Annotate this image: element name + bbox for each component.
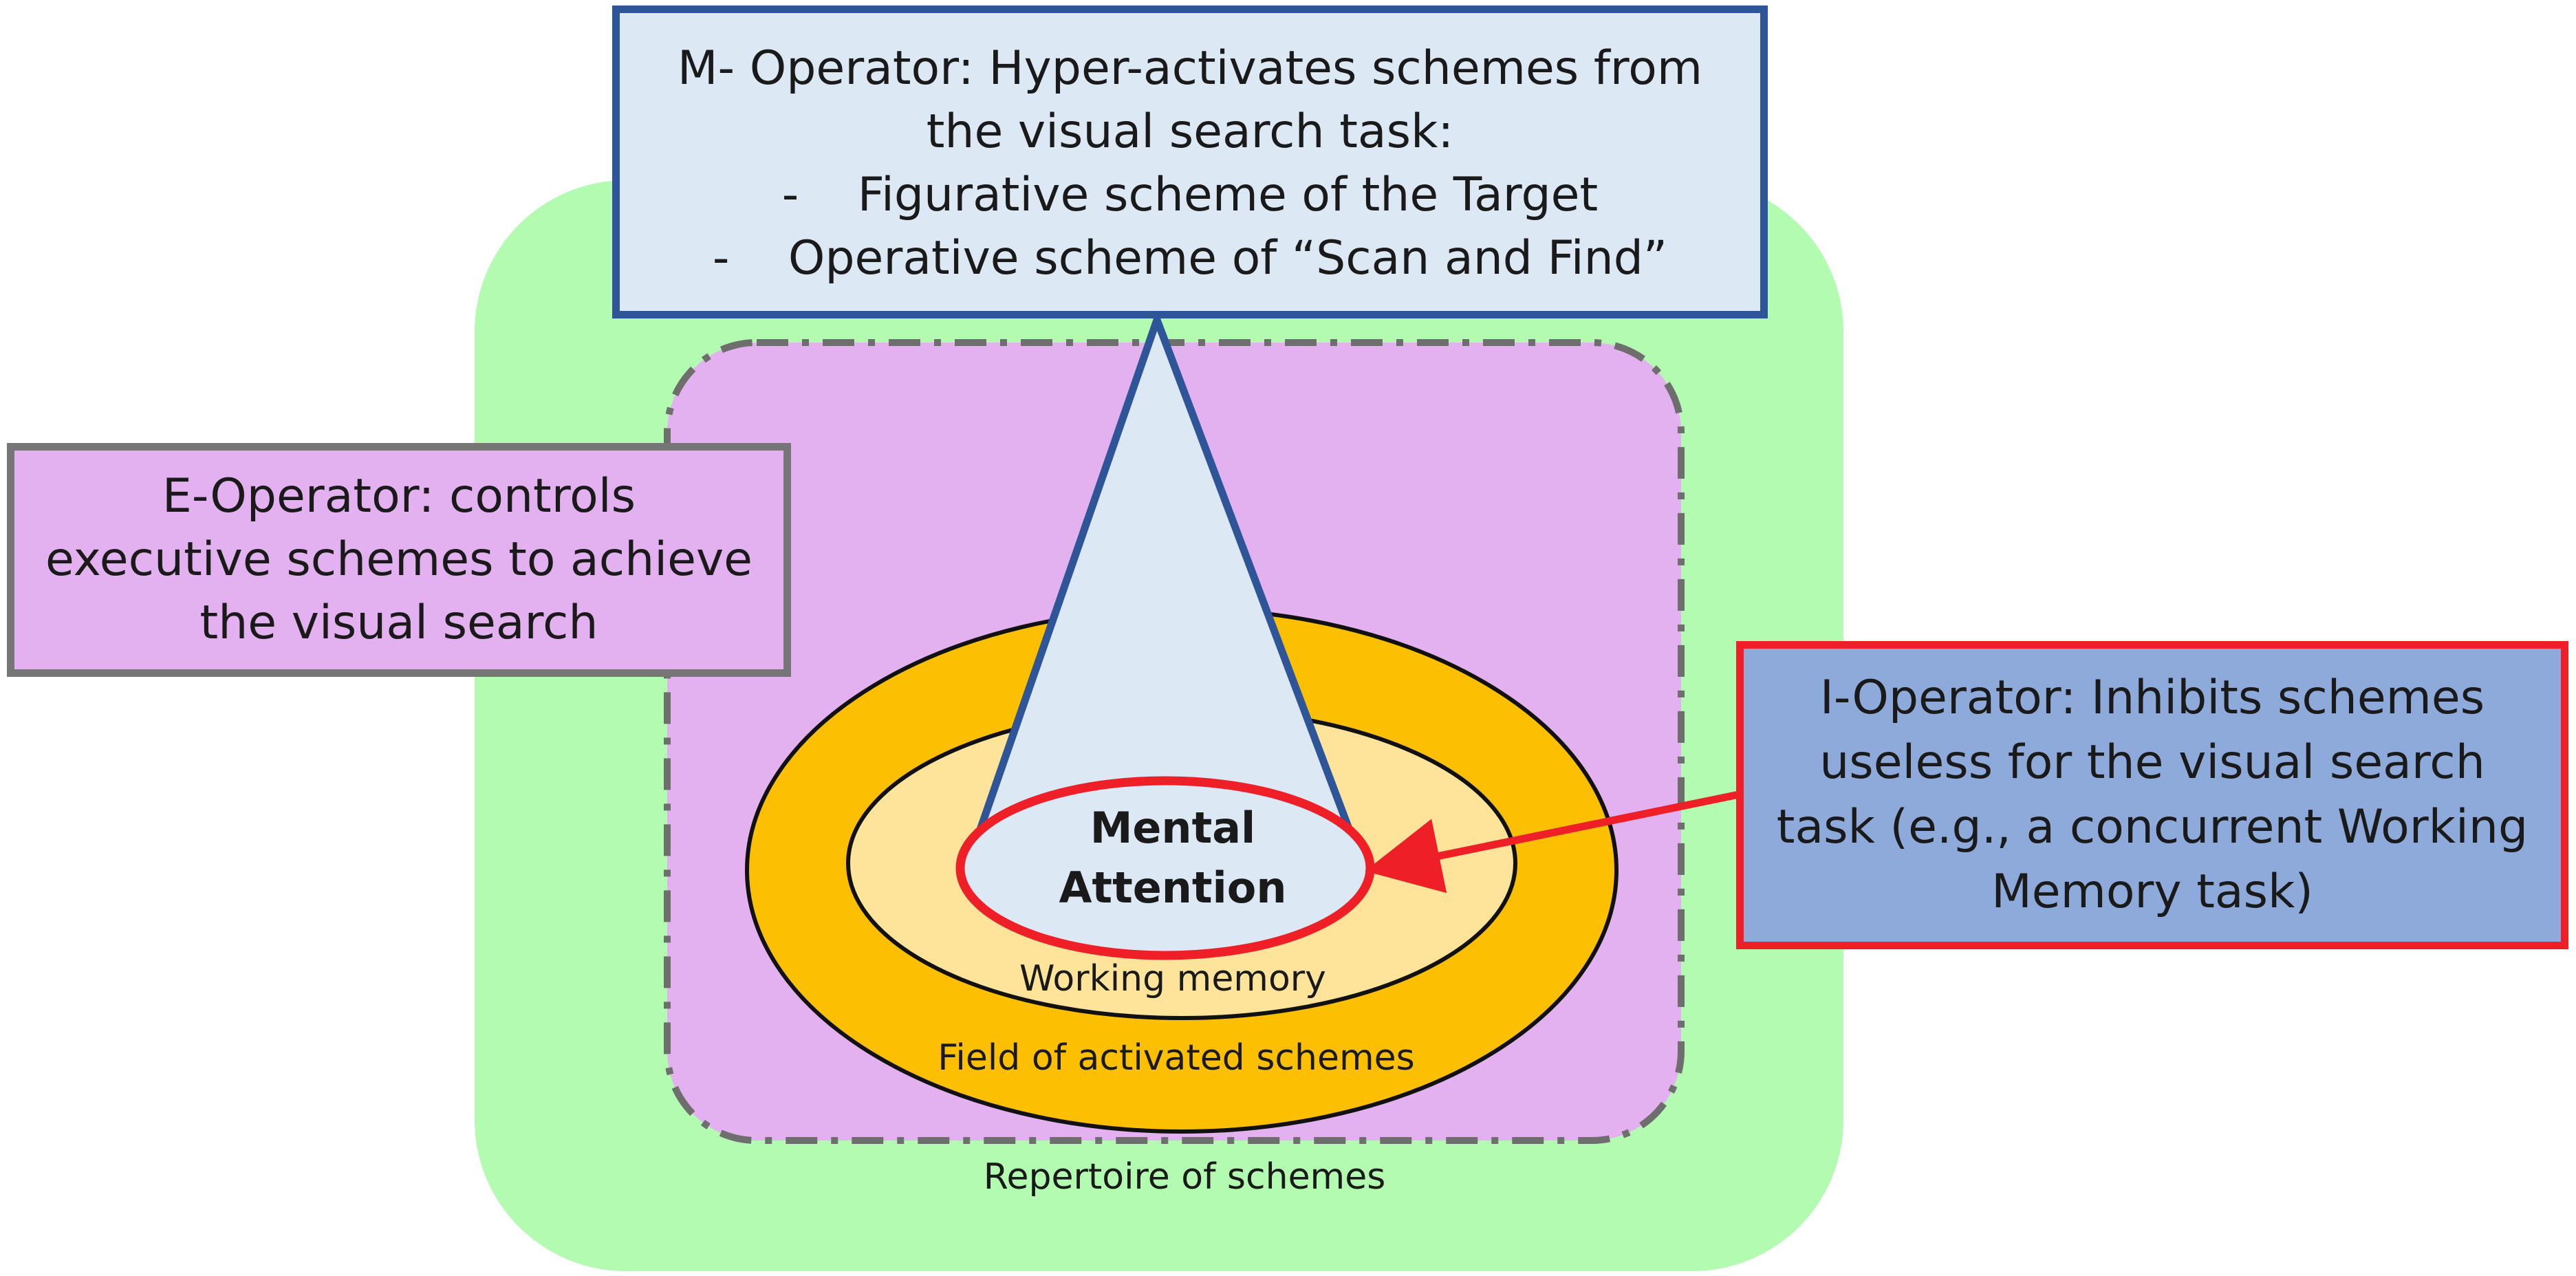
mental-attention-line1: Mental [1090, 803, 1256, 853]
bullet-text: Figurative scheme of the Target [857, 167, 1599, 222]
m-operator-bullet-1: - Figurative scheme of the Target [782, 164, 1598, 227]
i-operator-box: I-Operator: Inhibits schemes useless for… [1736, 641, 2568, 949]
bullet-text: Operative scheme of “Scan and Find” [788, 230, 1668, 285]
m-operator-box: M- Operator: Hyper-activates schemes fro… [612, 6, 1768, 318]
working-memory-label: Working memory [1019, 958, 1326, 999]
repertoire-label: Repertoire of schemes [984, 1156, 1386, 1198]
m-operator-line1: M- Operator: Hyper-activates schemes fro… [677, 41, 1703, 96]
bullet-marker: - [781, 167, 799, 222]
i-operator-line3: task (e.g., a concurrent Working [1776, 800, 2529, 854]
e-operator-line2: executive schemes to achieve [45, 532, 753, 587]
e-operator-line1: E-Operator: controls [162, 469, 636, 523]
e-operator-box: E-Operator: controls executive schemes t… [7, 443, 791, 677]
m-operator-line2: the visual search task: [926, 104, 1454, 159]
i-operator-line1: I-Operator: Inhibits schemes [1819, 671, 2485, 725]
i-operator-line2: useless for the visual search [1819, 735, 2485, 790]
inhibition-arrow [1365, 790, 1740, 894]
mental-attention-line2: Attention [1059, 863, 1286, 913]
i-operator-line4: Memory task) [1991, 865, 2313, 919]
field-label: Field of activated schemes [938, 1037, 1414, 1079]
bullet-marker: - [712, 230, 730, 285]
e-operator-line3: the visual search [199, 596, 598, 650]
m-operator-bullet-2: - Operative scheme of “Scan and Find” [713, 227, 1667, 290]
